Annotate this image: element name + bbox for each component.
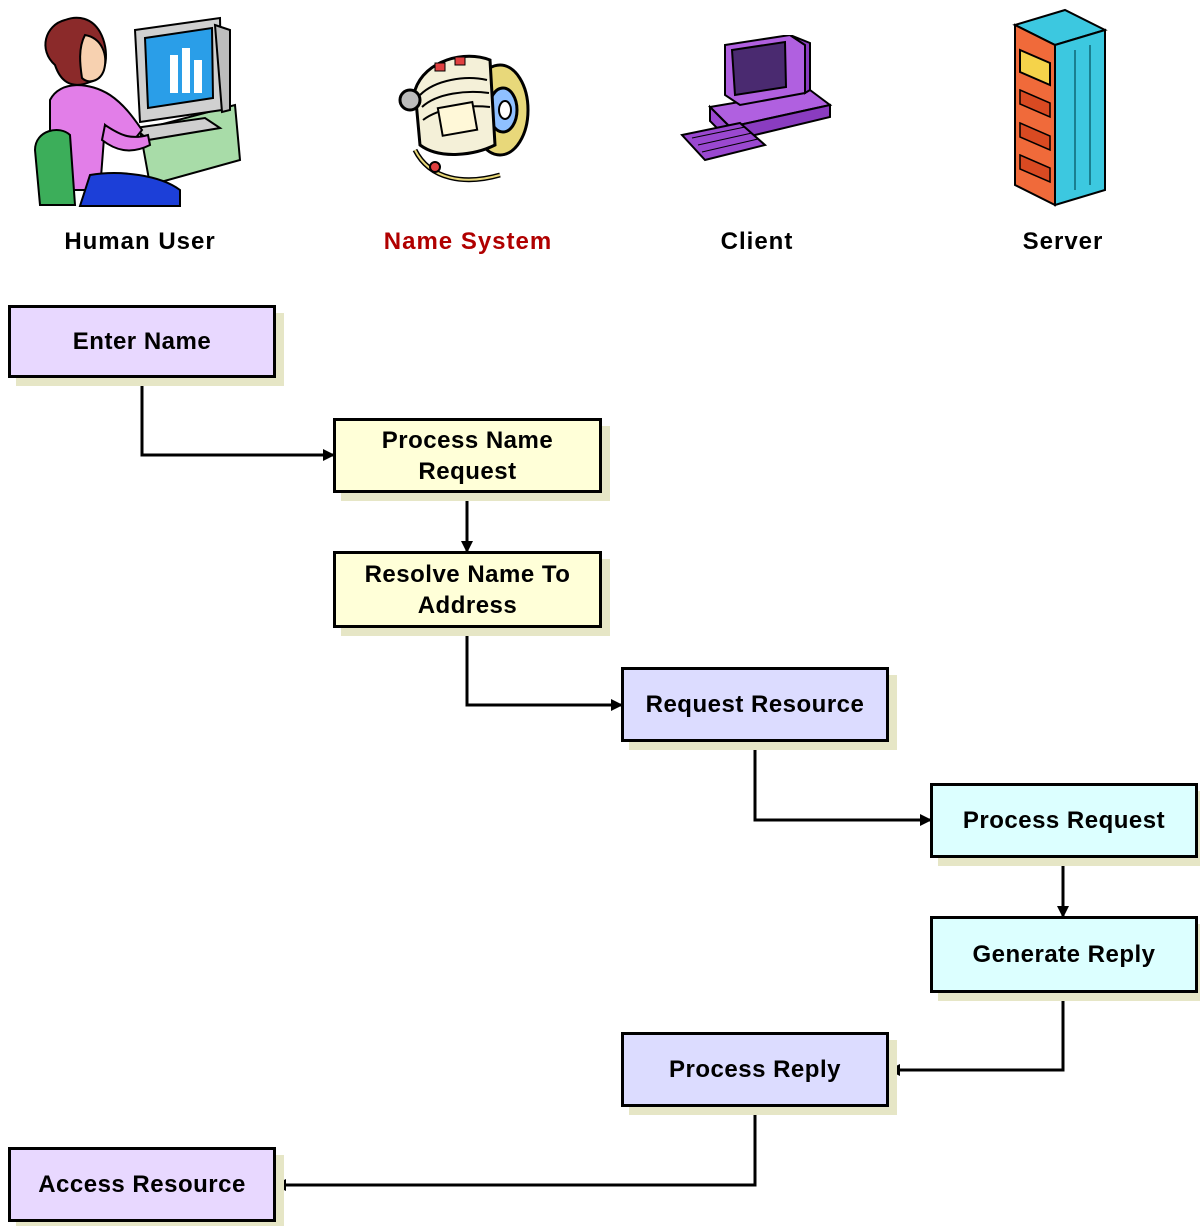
step-label: Request Resource: [645, 691, 865, 718]
step-label: Access Resource: [38, 1171, 246, 1198]
step-access-resource: Access Resource: [8, 1147, 276, 1222]
connector-process-reply-to-access-resource: [274, 1107, 757, 1191]
connector-request-resource-to-process-request: [753, 742, 932, 826]
connector-generate-reply-to-process-reply: [888, 993, 1065, 1076]
step-label: Process Request: [962, 807, 1166, 834]
step-enter-name: Enter Name: [8, 305, 276, 378]
step-request-resource: Request Resource: [621, 667, 889, 742]
desktop-computer-icon: [680, 35, 833, 162]
step-label: Generate Reply: [972, 941, 1156, 968]
step-process-reply: Process Reply: [621, 1032, 889, 1107]
step-process-request: Process Request: [930, 783, 1198, 858]
step-label: Process Reply: [669, 1056, 841, 1083]
actor-label-client: Client: [720, 228, 794, 255]
step-label: Resolve Name To Address: [364, 560, 571, 619]
step-label: Process Name Request: [381, 426, 554, 485]
step-generate-reply: Generate Reply: [930, 916, 1198, 993]
step-resolve-name-to-address: Resolve Name To Address: [333, 551, 602, 628]
connector-enter-name-to-process-name-request: [140, 377, 335, 461]
server-tower-icon: [1012, 8, 1108, 207]
connector-resolve-to-request-resource: [465, 628, 623, 711]
actor-label-human-user: Human User: [64, 228, 216, 255]
actor-label-name-system: Name System: [383, 228, 553, 255]
woman-at-computer-icon: [33, 16, 242, 207]
step-label: Enter Name: [72, 328, 212, 355]
rolodex-icon: [398, 54, 530, 183]
step-process-name-request: Process Name Request: [333, 418, 602, 493]
actor-label-server: Server: [1022, 228, 1104, 255]
